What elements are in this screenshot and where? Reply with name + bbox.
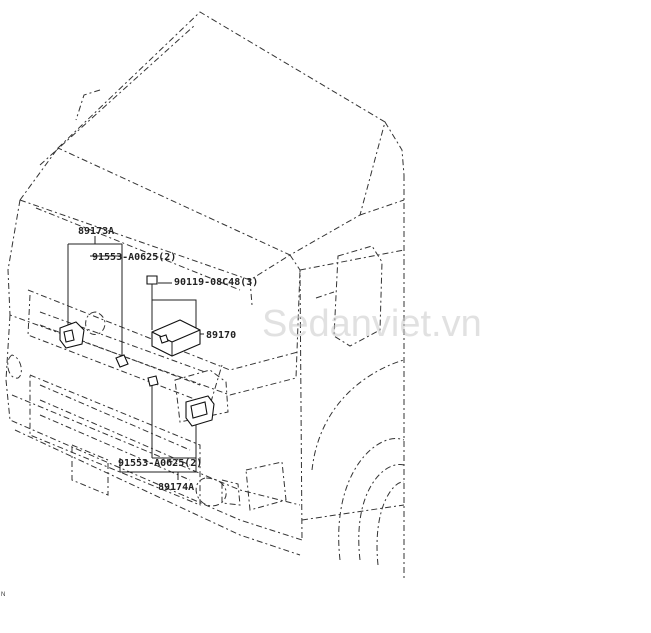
leader-lines xyxy=(67,236,204,480)
label-sensor-left: 89173A xyxy=(78,226,114,237)
airbag-control-unit xyxy=(151,319,201,357)
van-body-outline xyxy=(5,11,405,580)
front-sensor-left xyxy=(59,321,85,349)
screw-upper xyxy=(115,354,129,368)
watermark: Sedanviet.vn xyxy=(262,303,482,345)
corner-mark: N xyxy=(1,592,5,598)
parts xyxy=(59,275,215,427)
label-bolt: 90119-08C48(3) xyxy=(174,277,258,288)
front-sensor-right xyxy=(185,395,215,427)
screw-lower xyxy=(147,375,159,387)
part-labels: 89173A 91553-A0625(2) 90119-08C48(3) 891… xyxy=(78,226,258,493)
label-sensor-right: 89174A xyxy=(158,482,194,493)
label-control-unit: 89170 xyxy=(206,330,236,341)
label-screw-upper: 91553-A0625(2) xyxy=(92,252,176,263)
bolt xyxy=(146,275,158,292)
label-screw-lower: 91553-A0625(2) xyxy=(118,458,202,469)
